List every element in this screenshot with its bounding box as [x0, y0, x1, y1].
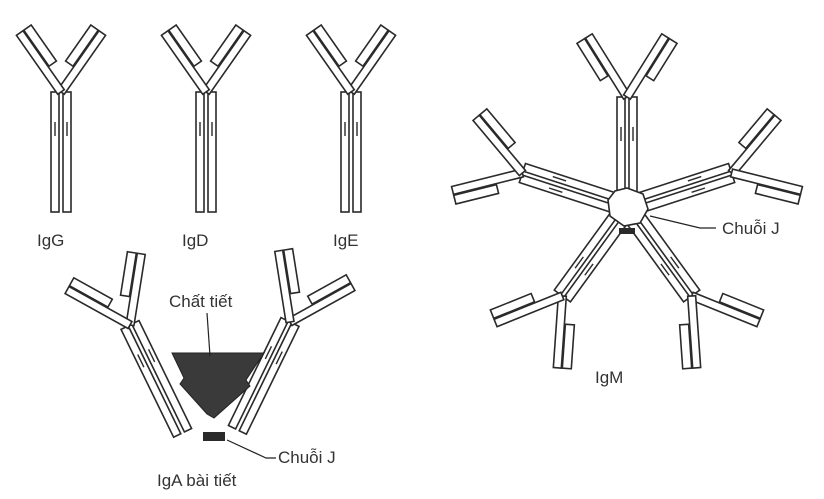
igd-structure: [161, 25, 250, 212]
igm-j-chain-label: Chuỗi J: [722, 219, 780, 238]
igd-label: IgD: [182, 231, 208, 250]
igm-j-chain-leader: [650, 216, 716, 228]
iga-secretory-label: Chất tiết: [169, 292, 233, 311]
iga-label: IgA bài tiết: [157, 471, 237, 490]
igm-label: IgM: [595, 368, 623, 387]
iga-structure: [61, 242, 360, 452]
ige-structure: [306, 25, 395, 212]
iga-j-chain-label: Chuỗi J: [278, 448, 336, 467]
igg-label: IgG: [37, 231, 64, 250]
ige-label: IgE: [333, 231, 359, 250]
iga-j-chain-leader: [227, 440, 276, 458]
iga-secretory-leader: [207, 313, 210, 356]
igg-structure: [16, 25, 105, 212]
igm-structure: [447, 34, 807, 377]
